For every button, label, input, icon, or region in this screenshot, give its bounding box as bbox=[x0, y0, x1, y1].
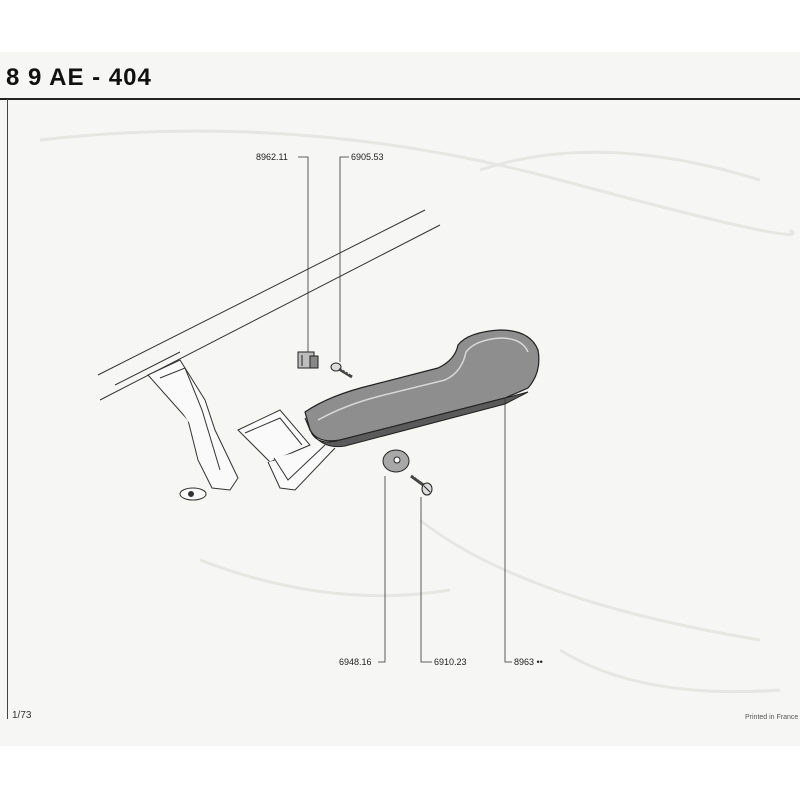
header-rule bbox=[0, 98, 800, 100]
screw-part-upper bbox=[330, 362, 353, 379]
page-title: 8 9 AE - 404 bbox=[6, 64, 152, 91]
grab-handle-part bbox=[304, 329, 540, 448]
screw-part-lower bbox=[410, 474, 433, 496]
part-ref-handle: 8963 •• bbox=[514, 657, 543, 667]
clip-part bbox=[297, 351, 319, 369]
part-ref-washer: 6948.16 bbox=[339, 657, 372, 667]
roof-frame bbox=[97, 209, 441, 401]
part-ref-screw-lower: 6910.23 bbox=[434, 657, 467, 667]
washer-part bbox=[382, 449, 410, 473]
handle-bracket bbox=[237, 409, 336, 491]
leader-lines bbox=[298, 156, 512, 663]
left-border-rule bbox=[7, 99, 8, 719]
part-ref-clip: 8962.11 bbox=[256, 152, 288, 162]
page-number: 1/73 bbox=[12, 710, 32, 721]
mounting-bracket bbox=[147, 359, 239, 501]
background-ghost bbox=[39, 129, 795, 694]
part-ref-screw-upper: 6905.53 bbox=[351, 152, 384, 162]
printed-note: Printed in France bbox=[745, 714, 799, 721]
